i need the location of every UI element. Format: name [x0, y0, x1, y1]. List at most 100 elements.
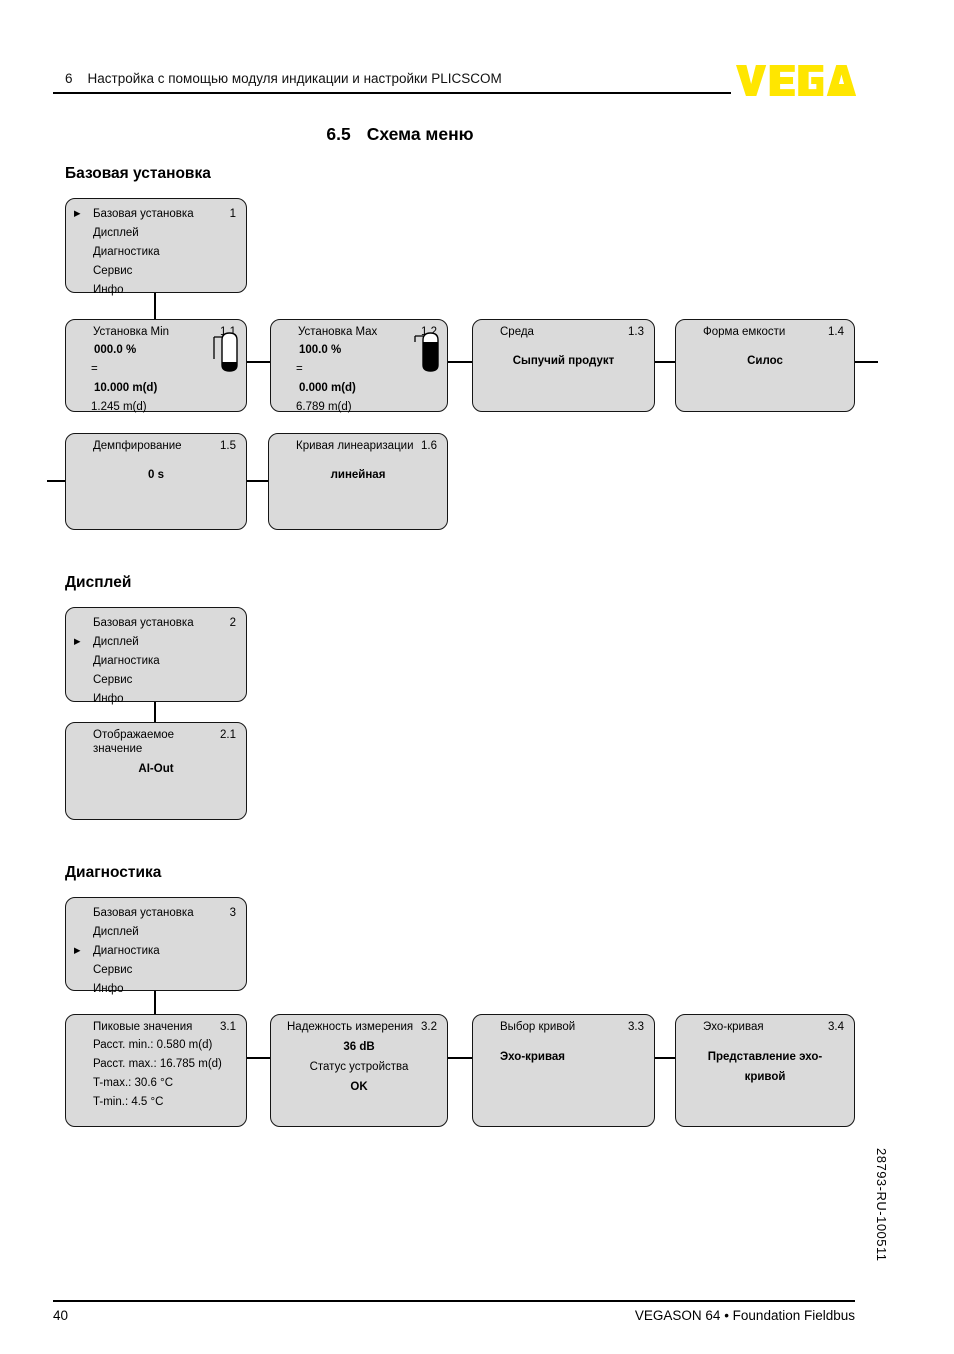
box-setup-min: Установка Min 1.1 000.0 % = 10.000 m(d) …: [65, 319, 247, 413]
peak-temp-max: T-max.: 30.6 °C: [93, 1077, 174, 1089]
menu-number: 2: [229, 616, 236, 629]
menu-item-label: Диагностика: [93, 944, 160, 957]
menu-item: Сервис: [66, 261, 246, 280]
vessel-form-value: Силос: [747, 355, 783, 367]
box-title: Установка Min: [93, 326, 170, 338]
page-number: 40: [53, 1308, 69, 1323]
menu-item: Инфо: [66, 280, 246, 299]
echo-curve-value-line2: кривой: [744, 1071, 786, 1083]
menu-item-label: Дисплей: [93, 925, 139, 938]
menu-item-label: Инфо: [93, 283, 124, 296]
box-damping: Демпфирование 1.5 0 s: [65, 433, 247, 530]
device-status-value: OK: [350, 1081, 368, 1093]
menu-number: 3: [229, 906, 236, 919]
curve-selection-value: Эхо-кривая: [500, 1051, 566, 1063]
section-number: 6.5: [326, 124, 351, 144]
menu-item-label: Инфо: [93, 982, 124, 995]
connector-line: [154, 293, 156, 319]
menu-item-label: Дисплей: [93, 226, 139, 239]
section-name: Схема меню: [366, 124, 474, 144]
menu-item-label: Диагностика: [93, 245, 160, 258]
menu-item: Сервис: [66, 960, 246, 979]
box-measurement-reliability: Надежность измерения 3.2 36 dB Статус ус…: [270, 1014, 448, 1127]
echo-curve-value-line1: Представление эхо-: [707, 1051, 823, 1063]
menu-box-display: Базовая установка 2 ▶ Дисплей Диагностик…: [65, 607, 247, 705]
box-echo-curve: Эхо-кривая 3.4 Представление эхо- кривой: [675, 1014, 855, 1127]
menu-item-label: Базовая установка: [93, 207, 194, 220]
menu-number: 1: [229, 207, 236, 220]
menu-item: Диагностика: [66, 242, 246, 261]
menu-item-label: Диагностика: [93, 654, 160, 667]
connector-line: [448, 1057, 472, 1059]
peak-dist-min: Расст. min.: 0.580 m(d): [93, 1039, 213, 1051]
peak-temp-min: T-min.: 4.5 °C: [93, 1096, 164, 1108]
selection-arrow-icon: ▶: [74, 208, 81, 218]
box-peak-values: Пиковые значения 3.1 Расст. min.: 0.580 …: [65, 1014, 247, 1127]
menu-item: ▶ Дисплей: [66, 632, 246, 651]
box-number: 1.3: [628, 326, 644, 338]
reliability-db-value: 36 dB: [343, 1041, 375, 1053]
equals-sign: =: [91, 363, 98, 375]
peak-dist-max: Расст. max.: 16.785 m(d): [93, 1058, 222, 1070]
connector-line: [655, 361, 675, 363]
linearization-value: линейная: [330, 469, 386, 481]
menu-item-label: Базовая установка: [93, 616, 194, 629]
menu-item-label: Базовая установка: [93, 906, 194, 919]
connector-line: [247, 480, 268, 482]
min-percent-value: 000.0 %: [94, 344, 137, 356]
footer-divider: [53, 1300, 855, 1302]
heading-basic-setup: Базовая установка: [65, 165, 211, 182]
box-title: Демпфирование: [93, 440, 182, 452]
medium-value: Сыпучий продукт: [512, 355, 615, 367]
menu-box-basic: ▶ Базовая установка 1 Дисплей Диагностик…: [65, 198, 247, 296]
heading-diagnostics: Диагностика: [65, 864, 162, 881]
max-distance-value: 0.000 m(d): [299, 382, 356, 394]
damping-value: 0 s: [148, 469, 164, 481]
box-number: 1.4: [828, 326, 844, 338]
box-number: 1.6: [421, 440, 437, 452]
min-distance-value: 10.000 m(d): [94, 382, 158, 394]
connector-line: [448, 361, 472, 363]
menu-item: ▶ Диагностика: [66, 941, 246, 960]
max-percent-value: 100.0 %: [299, 344, 342, 356]
menu-item-label: Инфо: [93, 692, 124, 705]
device-status-label: Статус устройства: [309, 1061, 409, 1073]
box-number: 3.4: [828, 1021, 844, 1033]
menu-box-diagnostics: Базовая установка 3 Дисплей ▶ Диагностик…: [65, 897, 247, 995]
box-setup-max: Установка Max 1.2 100.0 % = 0.000 m(d) 6…: [270, 319, 448, 413]
box-number: 1.5: [220, 440, 236, 452]
selection-arrow-icon: ▶: [74, 945, 81, 955]
box-number: 3.3: [628, 1021, 644, 1033]
connector-line: [154, 702, 156, 722]
vessel-level-min-icon: [213, 332, 238, 372]
max-actual-distance: 6.789 m(d): [296, 401, 352, 413]
box-medium: Среда 1.3 Сыпучий продукт: [472, 319, 655, 412]
box-number: 3.2: [421, 1021, 437, 1033]
connector-line: [247, 1057, 270, 1059]
equals-sign: =: [296, 363, 303, 375]
menu-item: Дисплей: [66, 223, 246, 242]
displayed-value: AI-Out: [138, 763, 174, 775]
menu-item: ▶ Базовая установка 1: [66, 204, 246, 223]
section-title: 6.5 Схема меню: [200, 124, 600, 145]
box-title: Кривая линеаризации: [296, 440, 414, 452]
menu-item-label: Сервис: [93, 963, 133, 976]
page-footer: 40 VEGASON 64 • Foundation Fieldbus: [53, 1308, 855, 1323]
connector-line: [655, 1057, 675, 1059]
box-title: Пиковые значения: [93, 1021, 193, 1033]
menu-item: Диагностика: [66, 651, 246, 670]
box-linearization: Кривая линеаризации 1.6 линейная: [268, 433, 448, 530]
page-header: 6 Настройка с помощью модуля индикации и…: [65, 71, 502, 86]
menu-item: Базовая установка 3: [66, 903, 246, 922]
selection-arrow-icon: ▶: [74, 636, 81, 646]
box-displayed-value: Отображаемое значение 2.1 AI-Out: [65, 722, 247, 820]
menu-item: Инфо: [66, 689, 246, 708]
box-title: Форма емкости: [703, 326, 786, 338]
document-number: 28793-RU-100511: [874, 1148, 889, 1262]
box-curve-selection: Выбор кривой 3.3 Эхо-кривая: [472, 1014, 655, 1127]
menu-item-label: Сервис: [93, 673, 133, 686]
vega-logo: [736, 64, 857, 97]
box-number: 2.1: [220, 729, 236, 741]
product-name: VEGASON 64 • Foundation Fieldbus: [634, 1308, 855, 1323]
